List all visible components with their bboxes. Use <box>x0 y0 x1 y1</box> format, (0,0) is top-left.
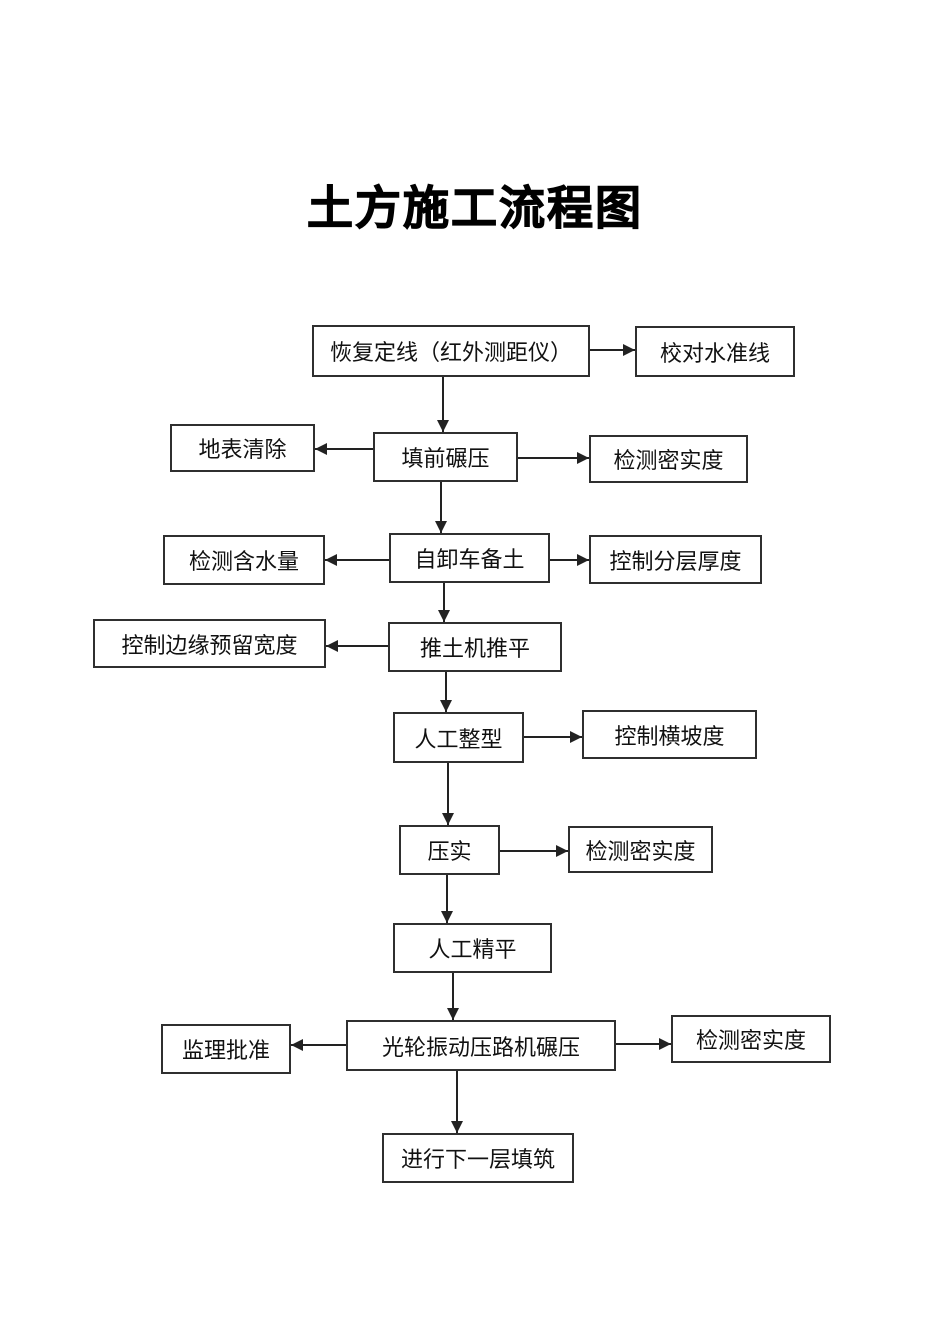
arrow-roller-to-density3 <box>616 1038 671 1050</box>
node-manual-fine-level: 人工精平 <box>393 923 552 973</box>
node-density-check-2: 检测密实度 <box>568 826 713 873</box>
arrow-roller-to-supervisor <box>291 1039 346 1051</box>
arrow-finelevel-to-roller <box>447 973 459 1020</box>
node-layer-thickness: 控制分层厚度 <box>589 535 762 584</box>
node-restore-line: 恢复定线（红外测距仪） <box>312 325 590 377</box>
node-manual-shaping: 人工整型 <box>393 712 524 763</box>
page-title: 土方施工流程图 <box>307 183 643 235</box>
arrow-compaction-to-density2 <box>500 845 568 857</box>
node-surface-clear: 地表清除 <box>170 424 315 472</box>
arrow-prefill-to-density1 <box>518 452 589 464</box>
arrow-roller-to-nextlayer <box>451 1071 463 1133</box>
node-smooth-roller: 光轮振动压路机碾压 <box>346 1020 616 1071</box>
node-bulldozer-level: 推土机推平 <box>388 622 562 672</box>
node-compaction: 压实 <box>399 825 500 875</box>
node-dump-truck-soil: 自卸车备土 <box>389 533 550 583</box>
arrow-dumptruck-to-bulldozer <box>438 583 450 622</box>
node-supervisor-approval: 监理批准 <box>161 1024 291 1074</box>
arrow-restore-to-checklevel <box>590 344 635 356</box>
node-edge-width: 控制边缘预留宽度 <box>93 619 326 668</box>
node-check-level: 校对水准线 <box>635 326 795 377</box>
node-moisture-check: 检测含水量 <box>163 535 325 585</box>
arrow-restore-to-prefill <box>437 377 449 432</box>
arrow-prefill-to-surfaceclear <box>315 443 373 455</box>
node-next-layer: 进行下一层填筑 <box>382 1133 574 1183</box>
arrow-bulldozer-to-shaping <box>440 672 452 712</box>
arrow-shaping-to-compaction <box>442 763 454 825</box>
arrow-compaction-to-finelevel <box>441 875 453 923</box>
node-cross-slope: 控制横坡度 <box>582 710 757 759</box>
node-density-check-3: 检测密实度 <box>671 1015 831 1063</box>
node-pre-fill-roll: 填前碾压 <box>373 432 518 482</box>
arrow-dumptruck-to-thickness <box>550 554 589 566</box>
arrow-bulldozer-to-edgewidth <box>326 640 388 652</box>
arrow-dumptruck-to-moisture <box>325 554 389 566</box>
arrow-shaping-to-crossslope <box>524 731 582 743</box>
node-density-check-1: 检测密实度 <box>589 435 748 483</box>
arrow-prefill-to-dumptruck <box>435 482 447 533</box>
